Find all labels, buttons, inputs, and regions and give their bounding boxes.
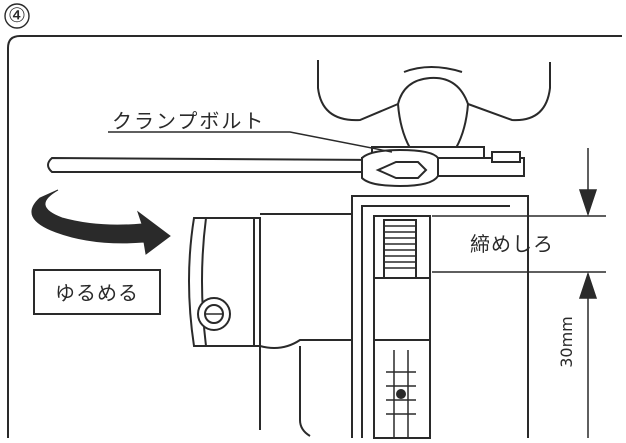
figure-frame bbox=[7, 35, 622, 438]
tightening-margin-label: 締めしろ bbox=[470, 232, 554, 256]
dimension-lines bbox=[432, 148, 606, 438]
t-handle bbox=[317, 60, 551, 149]
clamp-bolt-callout: クランプボルト bbox=[108, 109, 393, 153]
side-boss bbox=[188, 213, 352, 349]
loosen-label: ゆるめる bbox=[55, 281, 139, 305]
step-marker: ④ bbox=[4, 3, 30, 29]
hex-key-wrench bbox=[47, 148, 439, 188]
clamp-bolt-label: クランプボルト bbox=[112, 109, 265, 133]
column-body bbox=[259, 195, 529, 438]
loosen-callout: ゆるめる bbox=[33, 269, 161, 315]
step-marker-label: ④ bbox=[8, 3, 26, 27]
spindle-slot bbox=[373, 215, 431, 439]
dimension-label: 30mm bbox=[557, 316, 576, 368]
rotation-arrow-icon bbox=[31, 189, 171, 255]
